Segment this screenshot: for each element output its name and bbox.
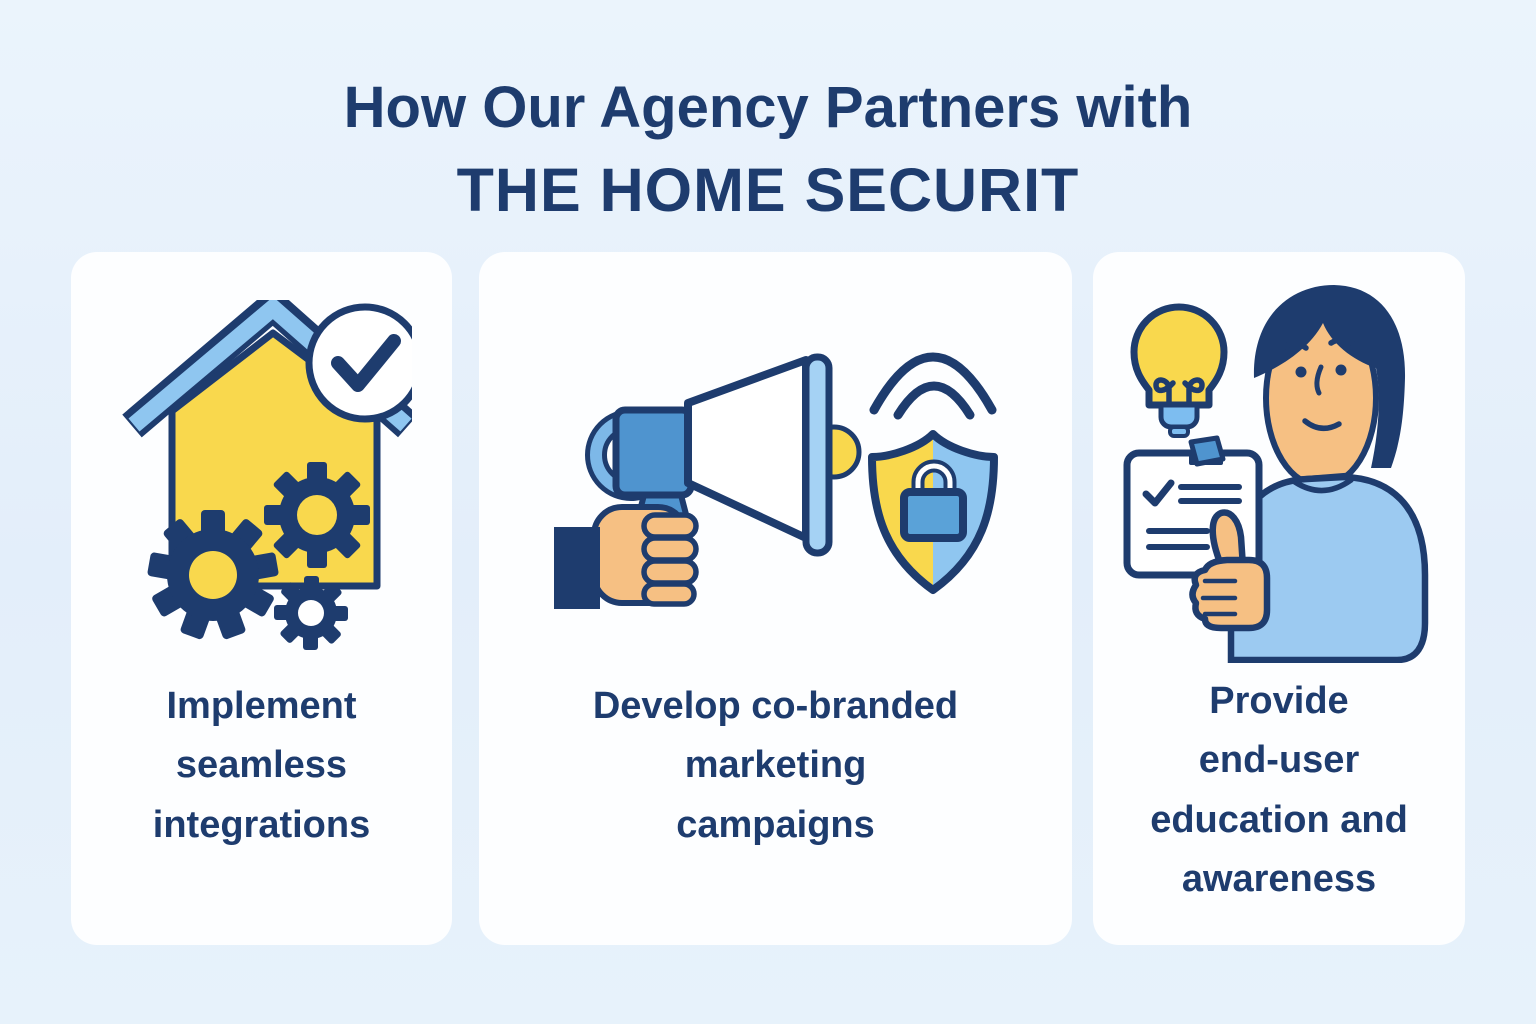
card-integrations: Implement seamless integrations bbox=[71, 252, 452, 945]
thumbs-up-hand bbox=[1189, 509, 1271, 632]
card-label-line: Implement bbox=[166, 685, 357, 727]
card-label-line: Provide bbox=[1209, 680, 1349, 722]
card-label-line: marketing bbox=[684, 744, 867, 787]
page-title-line1: How Our Agency Partners with bbox=[343, 75, 1193, 140]
card-label-line: Develop co-branded bbox=[592, 685, 959, 727]
card-label-line: end-user bbox=[1198, 739, 1360, 782]
house-gears-check-icon bbox=[121, 300, 412, 650]
card-label-line: integrations bbox=[152, 803, 371, 846]
lock-body bbox=[899, 488, 967, 542]
page-title-line2: THE HOME SECURIT bbox=[456, 156, 1080, 225]
lightbulb-icon bbox=[1130, 303, 1228, 438]
card-label: Implement seamless integrations bbox=[79, 677, 444, 855]
card-label-line: seamless bbox=[175, 744, 348, 787]
page-title: How Our Agency Partners with THE HOME SE… bbox=[0, 68, 1536, 232]
sound-wave bbox=[893, 381, 974, 420]
hair bbox=[1253, 285, 1406, 468]
card-label-line: education and bbox=[1150, 798, 1408, 841]
person bbox=[1227, 285, 1429, 663]
gear-large bbox=[147, 510, 278, 640]
card-label: Develop co-branded marketing campaigns bbox=[487, 677, 1064, 855]
card-label: Provide end-user education and awareness bbox=[1101, 672, 1457, 909]
card-education: Provide end-user education and awareness bbox=[1093, 252, 1465, 945]
sound-wave bbox=[869, 352, 996, 415]
gear-medium bbox=[263, 462, 370, 568]
security-shield bbox=[867, 430, 998, 594]
gear-small bbox=[273, 576, 348, 650]
megaphone-shield-lock-icon bbox=[553, 352, 998, 609]
card-marketing: Develop co-branded marketing campaigns bbox=[479, 252, 1072, 945]
card-label-line: campaigns bbox=[676, 803, 875, 846]
card-label-line: awareness bbox=[1181, 857, 1377, 900]
hand-holding bbox=[553, 504, 699, 609]
person-checklist-lightbulb-icon bbox=[1123, 285, 1429, 663]
